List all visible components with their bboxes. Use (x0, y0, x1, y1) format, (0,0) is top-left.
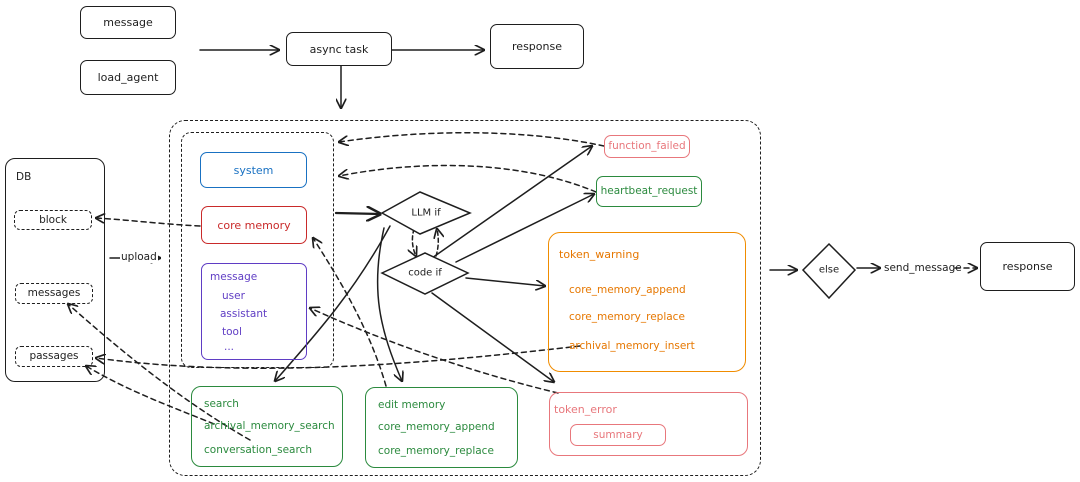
llm-if-label: LLM if (411, 207, 441, 219)
token-warning-item-insert: archival_memory_insert (569, 340, 695, 352)
token-error-box: token_error summary (549, 392, 748, 456)
arrow-error-to-message (310, 308, 559, 394)
token-warning-item-append: core_memory_append (569, 284, 686, 296)
arrow-llm-to-search (275, 225, 391, 381)
async-task-label: async task (309, 42, 369, 56)
arrow-search-to-messages (68, 304, 251, 441)
code-if-label: code if (408, 267, 442, 279)
db-passages-label: passages (29, 350, 79, 363)
edit-tool-title: edit memory (378, 399, 446, 411)
function-failed-box: function_failed (604, 135, 690, 158)
code-diamond (380, 252, 470, 295)
send-message-label: send_message (884, 262, 962, 274)
response-top-label: response (512, 40, 562, 53)
load-agent-box: load_agent (80, 60, 176, 95)
token-error-title: token_error (554, 403, 617, 416)
search-tool-conversation: conversation_search (204, 444, 312, 456)
token-warning-title: token_warning (559, 248, 640, 261)
search-tools-box: search archival_memory_search conversati… (191, 386, 343, 467)
agent-step-container (169, 120, 761, 476)
summary-label: summary (593, 428, 643, 441)
message-item-tool: tool (222, 326, 242, 338)
upload-label: upload (120, 251, 158, 263)
message-item-more: ... (224, 341, 235, 353)
token-warning-item-replace: core_memory_replace (569, 311, 685, 323)
db-block-label: block (39, 213, 67, 226)
else-label: else (818, 264, 840, 276)
arrow-code-to-failed (431, 146, 592, 259)
db-messages: messages (15, 283, 93, 304)
message-item-user: user (222, 290, 245, 302)
heartbeat-request-label: heartbeat_request (600, 185, 698, 198)
db-panel: DB (5, 158, 105, 382)
edit-tool-append: core_memory_append (378, 421, 495, 433)
edit-memory-box: edit memory core_memory_append core_memo… (365, 387, 518, 468)
arrow-failed-back (339, 131, 605, 147)
message-list-title: message (210, 271, 258, 283)
arrow-code-to-error (431, 292, 554, 382)
context-window-container (181, 132, 334, 368)
db-passages: passages (15, 346, 93, 367)
arrow-code-to-heartbeat (455, 194, 594, 263)
search-tool-archival: archival_memory_search (204, 420, 335, 432)
db-title: DB (16, 171, 32, 183)
summary-box: summary (570, 424, 666, 446)
search-tool-search: search (204, 398, 239, 410)
arrow-code-to-llm (436, 229, 438, 257)
edit-tool-replace: core_memory_replace (378, 445, 494, 457)
arrow-core-to-block (96, 218, 201, 227)
arrow-warning-to-passages (96, 345, 581, 369)
llm-diamond (380, 191, 472, 235)
load-agent-label: load_agent (97, 71, 159, 84)
arrow-core-to-llm (334, 213, 380, 214)
response-box-right: response (980, 242, 1075, 291)
arrow-llm-to-code (412, 228, 416, 256)
else-diamond (801, 242, 857, 300)
core-memory-label: core memory (217, 218, 291, 232)
message-list-box: message user assistant tool ... (201, 263, 307, 360)
message-box: message (80, 6, 176, 39)
arrow-code-to-warning (465, 277, 545, 286)
function-failed-label: function_failed (608, 140, 686, 153)
token-warning-box: token_warning core_memory_append core_me… (548, 232, 746, 372)
system-label: system (233, 163, 274, 177)
arrow-heartbeat-back (339, 164, 597, 193)
heartbeat-request-box: heartbeat_request (596, 176, 702, 207)
arrow-edit-to-core (313, 238, 387, 387)
db-block: block (14, 210, 92, 230)
message-box-label: message (103, 16, 153, 29)
message-item-assistant: assistant (220, 308, 268, 320)
response-box-top: response (490, 24, 584, 69)
system-box: system (200, 152, 307, 188)
async-task-box: async task (286, 32, 392, 66)
core-memory-box: core memory (201, 206, 307, 244)
response-right-label: response (1002, 260, 1053, 273)
db-messages-label: messages (27, 287, 81, 300)
arrow-llm-to-edit (376, 227, 402, 381)
